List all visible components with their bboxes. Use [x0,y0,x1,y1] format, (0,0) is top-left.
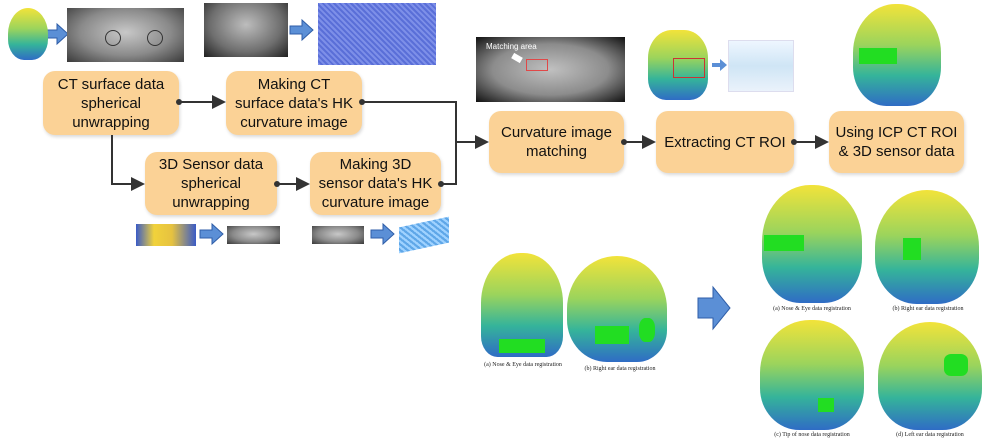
roi-profile-image [728,40,794,92]
ct-head-thumbnail [8,8,48,60]
roi-rect [673,58,705,78]
matching-area-rect [526,59,548,71]
ct-unwrap-box: CT surface data spherical unwrapping [43,71,179,135]
sensor-curvature-gray [312,226,364,244]
matching-area-label: Matching area [486,42,537,51]
matching-area-image: Matching area [476,37,625,102]
result-caption-a: (a) Nose & Eye data registration [773,306,851,312]
roi-head-image [648,30,708,100]
sensor-head-front [481,253,563,357]
sensor-unwrapped-gray [227,226,280,244]
ct-hk-box: Making CT surface data's HK curvature im… [226,71,362,135]
icp-head-image [853,4,941,106]
result-head-b [875,190,979,304]
sensor-hk-box: Making 3D sensor data's HK curvature ima… [310,152,441,215]
sensor-unwrapped-color [136,224,196,246]
result-c-roi [818,398,834,412]
sensor-side-roi-ear [639,318,655,342]
sensor-front-roi [499,339,545,353]
icp-box: Using ICP CT ROI & 3D sensor data [829,111,964,173]
sensor-unwrap-box: 3D Sensor data spherical unwrapping [145,152,277,215]
ct-unwrapped-image [67,8,184,62]
result-caption-d: (d) Left ear data registration [896,432,964,438]
result-head-d [878,322,982,430]
extract-roi-box: Extracting CT ROI [656,111,794,173]
sensor-caption-nose-eye: (a) Nose & Eye data registration [484,362,562,368]
sensor-side-roi-face [595,326,629,344]
matching-area-pointer [511,52,523,64]
ct-ear-mark-right [147,30,163,46]
icp-roi-patch [859,48,897,64]
ct-curvature-gray-image [204,3,288,57]
sensor-head-side [567,256,667,362]
ct-ear-mark-left [105,30,121,46]
result-d-roi [944,354,968,376]
result-caption-b: (b) Right ear data registration [892,306,964,312]
result-b-roi [903,238,921,260]
result-head-a [762,185,862,303]
result-caption-c: (c) Tip of nose data registration [774,432,850,438]
result-a-roi [764,235,804,251]
ct-hk-curvature-image [318,3,436,65]
result-head-c [760,320,864,430]
sensor-caption-right-ear: (b) Right ear data registration [584,366,656,372]
matching-box: Curvature image matching [489,111,624,173]
